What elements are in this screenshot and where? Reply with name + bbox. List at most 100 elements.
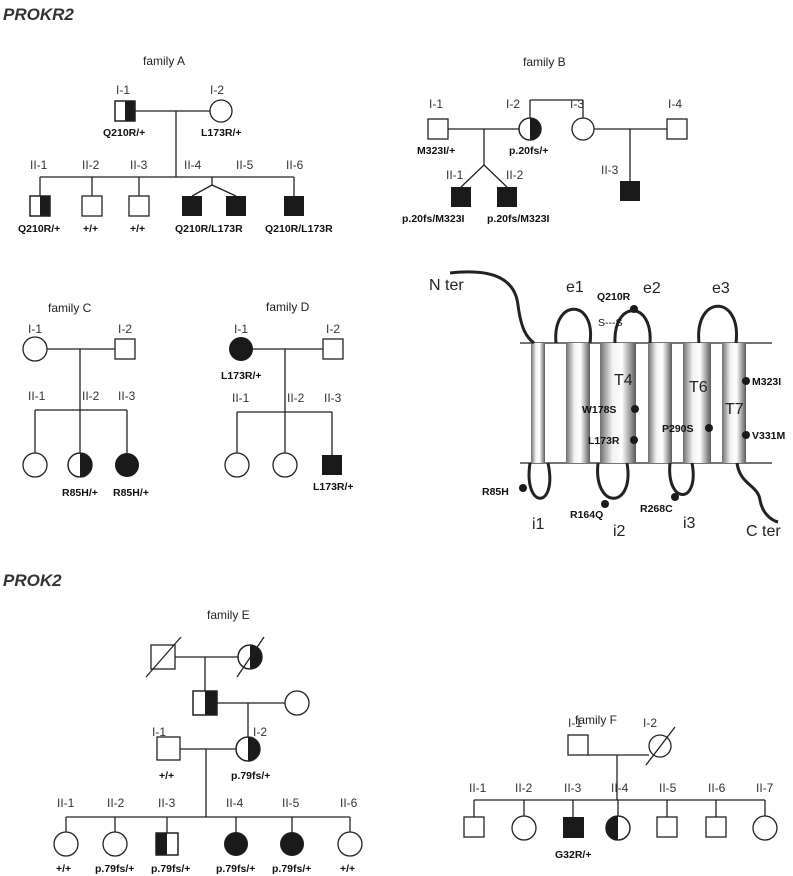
individual-id: II-6 <box>708 781 726 795</box>
genotype-label: p.79fs/+ <box>95 863 134 875</box>
mutation-label: P290S <box>662 423 694 435</box>
mutation-dot <box>671 493 679 501</box>
individual-id: I-4 <box>668 97 682 111</box>
helix-cylinder <box>566 343 590 463</box>
individual-id: II-1 <box>30 158 48 172</box>
mutation-dot <box>631 405 639 413</box>
pedigree-family-a: family A I-1 I-2 II-1 II-2 II-3 II-4 II-… <box>18 54 333 235</box>
genotype-label: p.20fs/M323I <box>402 213 465 225</box>
individual-id: II-1 <box>469 781 487 795</box>
individual-id: II-2 <box>82 158 100 172</box>
mutation-dot <box>630 436 638 444</box>
female-unaffected-symbol <box>22 452 48 478</box>
mutation-label: R85H <box>482 486 509 498</box>
female-affected-symbol <box>229 337 253 361</box>
mutation-label: M323I <box>752 376 781 388</box>
individual-id: I-1 <box>234 322 248 336</box>
mutation-dot <box>742 431 750 439</box>
individual-id: II-3 <box>324 391 342 405</box>
male-unaffected-symbol <box>322 338 344 360</box>
family-title: family E <box>207 608 250 622</box>
female-affected-symbol <box>224 832 248 856</box>
individual-id: II-6 <box>286 158 304 172</box>
individual-id: II-5 <box>236 158 254 172</box>
female-unaffected-symbol <box>752 815 778 841</box>
genotype-label: +/+ <box>56 863 71 875</box>
family-title: family C <box>48 301 92 315</box>
female-unaffected-symbol <box>53 831 79 857</box>
genotype-label: p.79fs/+ <box>151 863 190 875</box>
female-affected-symbol <box>280 832 304 856</box>
genotype-label: Q210R/+ <box>103 127 145 139</box>
mutation-dot <box>742 377 750 385</box>
genotype-label: p.79fs/+ <box>231 770 270 782</box>
disulfide-bond-label: S---S <box>598 317 623 329</box>
genotype-label: p.20fs/M323I <box>487 213 550 225</box>
genotype-label: L173R/+ <box>201 127 242 139</box>
helix-cylinder <box>722 343 746 463</box>
helix-cylinder <box>683 343 711 463</box>
individual-id: II-6 <box>340 796 358 810</box>
mutation-label: R268C <box>640 503 673 515</box>
genotype-label: M323I/+ <box>417 145 455 157</box>
individual-id: II-3 <box>118 389 136 403</box>
female-unaffected-symbol <box>209 99 233 123</box>
individual-id: I-1 <box>429 97 443 111</box>
mutation-label: L173R <box>588 435 620 447</box>
genotype-label: p.79fs/+ <box>272 863 311 875</box>
genotype-label: L173R/+ <box>221 370 262 382</box>
genotype-label: p.20fs/+ <box>509 145 548 157</box>
individual-id: II-5 <box>282 796 300 810</box>
individual-id: I-2 <box>253 725 267 739</box>
male-affected-symbol <box>322 455 342 475</box>
individual-id: II-4 <box>611 781 629 795</box>
pedigree-family-d: family D I-1 I-2 II-1 II-2 II-3 L173R/+ … <box>221 300 354 493</box>
mutation-label: R164Q <box>570 509 603 521</box>
n-terminus-label: N ter <box>429 277 464 294</box>
female-carrier-symbol <box>102 831 128 857</box>
helix-cylinder <box>531 343 545 463</box>
individual-id: II-3 <box>601 163 619 177</box>
loop-label: i2 <box>613 523 626 540</box>
female-unaffected-symbol <box>337 831 363 857</box>
male-unaffected-symbol <box>705 816 727 838</box>
helix-label: T4 <box>614 372 633 389</box>
pedigree-family-c: family C I-1 I-2 II-1 II-2 II-3 R85H/+ R… <box>22 301 149 499</box>
c-terminus-label: C ter <box>746 523 781 540</box>
female-unaffected-symbol <box>571 117 595 141</box>
individual-id: II-7 <box>756 781 774 795</box>
male-affected-symbol <box>620 181 640 201</box>
loop-label: i1 <box>532 516 545 533</box>
male-unaffected-symbol <box>128 195 150 217</box>
individual-id: II-2 <box>287 391 305 405</box>
family-title: family D <box>266 300 310 314</box>
individual-id: II-4 <box>184 158 202 172</box>
loop-label: i3 <box>683 515 696 532</box>
section-title-prok2: PROK2 <box>3 571 62 590</box>
individual-id: II-5 <box>659 781 677 795</box>
mutation-dot <box>519 484 527 492</box>
individual-id: II-1 <box>446 168 464 182</box>
genotype-label: p.79fs/+ <box>216 863 255 875</box>
individual-id: II-2 <box>107 796 125 810</box>
male-affected-symbol <box>182 196 202 216</box>
individual-id: I-1 <box>568 716 582 730</box>
individual-id: II-2 <box>82 389 100 403</box>
individual-id: II-1 <box>28 389 46 403</box>
individual-id: II-4 <box>226 796 244 810</box>
genotype-label: +/+ <box>130 223 145 235</box>
family-title: family F <box>575 713 617 727</box>
male-unaffected-symbol <box>156 736 181 761</box>
individual-id: I-1 <box>152 725 166 739</box>
genotype-label: +/+ <box>159 770 174 782</box>
female-affected-symbol <box>115 453 139 477</box>
male-unaffected-symbol <box>567 734 589 756</box>
individual-id: II-3 <box>130 158 148 172</box>
male-unaffected-symbol <box>463 816 485 838</box>
female-unaffected-symbol <box>511 815 537 841</box>
family-title: family B <box>523 55 566 69</box>
male-affected-symbol <box>284 196 304 216</box>
individual-id: II-1 <box>232 391 250 405</box>
male-affected-symbol <box>497 187 517 207</box>
